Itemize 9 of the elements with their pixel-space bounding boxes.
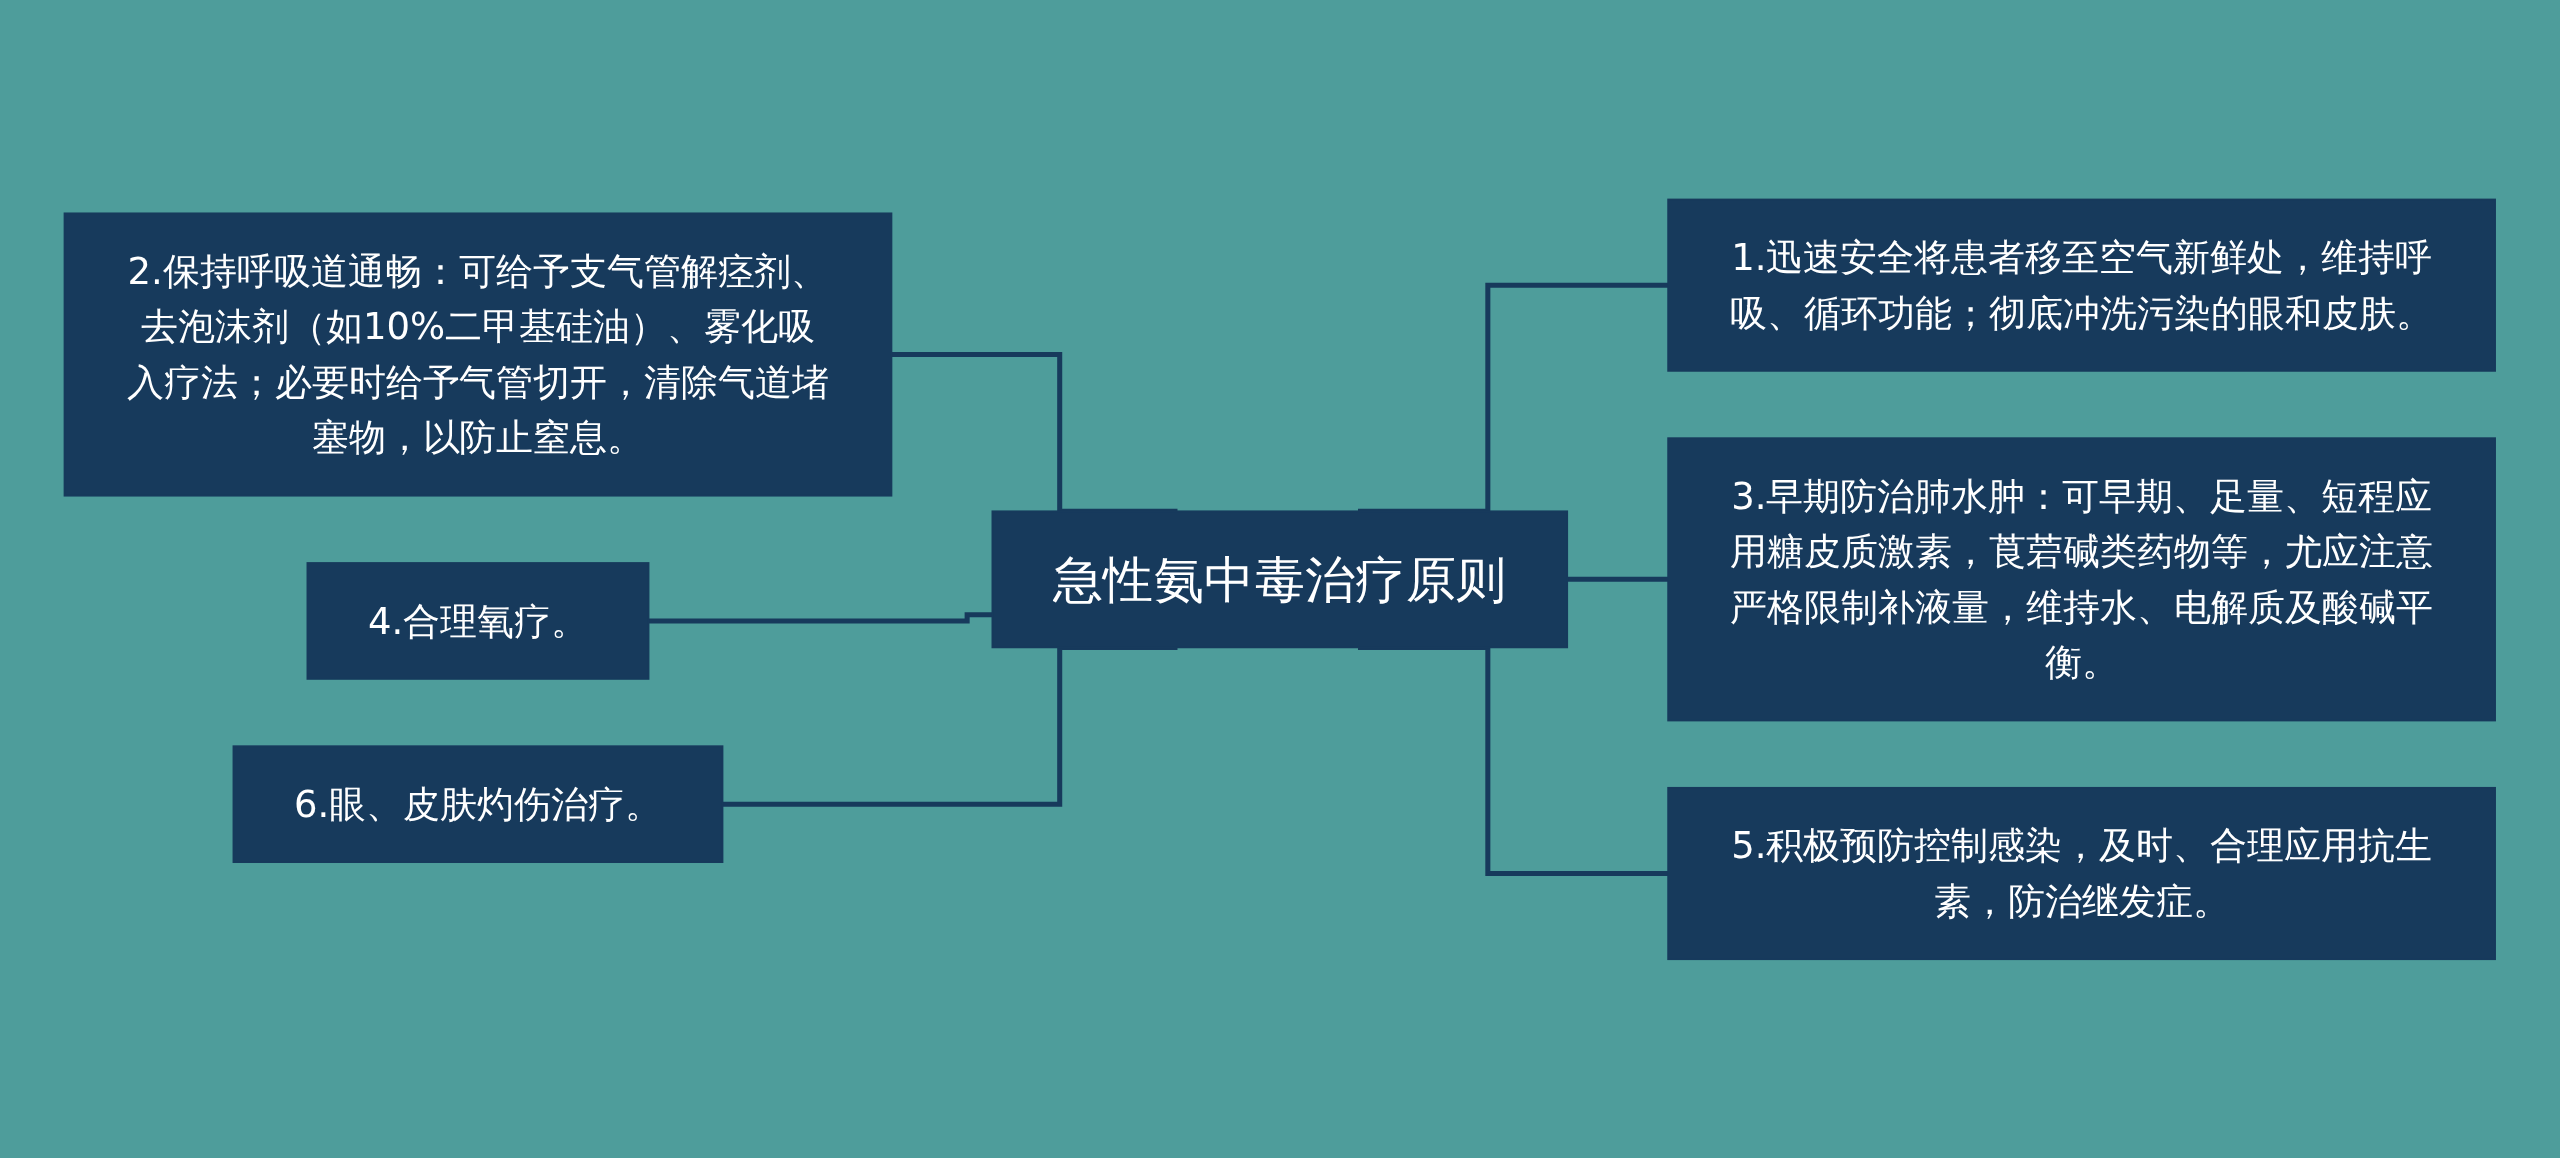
node-box: 4.合理氧疗。: [306, 561, 650, 680]
connector: [648, 611, 993, 624]
node-box: 3.早期防治肺水肿：可早期、足量、短程应用糖皮质激素，莨菪碱类药物等，尤应注意严格限制补液量，维持水、电解质及酸碱平衡。: [1667, 436, 2497, 722]
connector: [1567, 576, 1669, 582]
node-box: 5.积极预防控制感染，及时、合理应用抗生素，防治继发症。: [1667, 786, 2497, 960]
node-box: 1.迅速安全将患者移至空气新鲜处，维持呼吸、循环功能；彻底冲洗污染的眼和皮肤。: [1667, 198, 2497, 372]
node-box: 急性氨中毒治疗原则: [991, 510, 1569, 648]
node-box: 2.保持呼吸道通畅：可给予支气管解痉剂、去泡沫剂（如10%二甲基硅油）、雾化吸入疗法；必要时给予气管切开，清除气道堵塞物，以防止窒息。: [63, 212, 893, 497]
node-box: 6.眼、皮肤灼伤治疗。: [232, 745, 724, 863]
